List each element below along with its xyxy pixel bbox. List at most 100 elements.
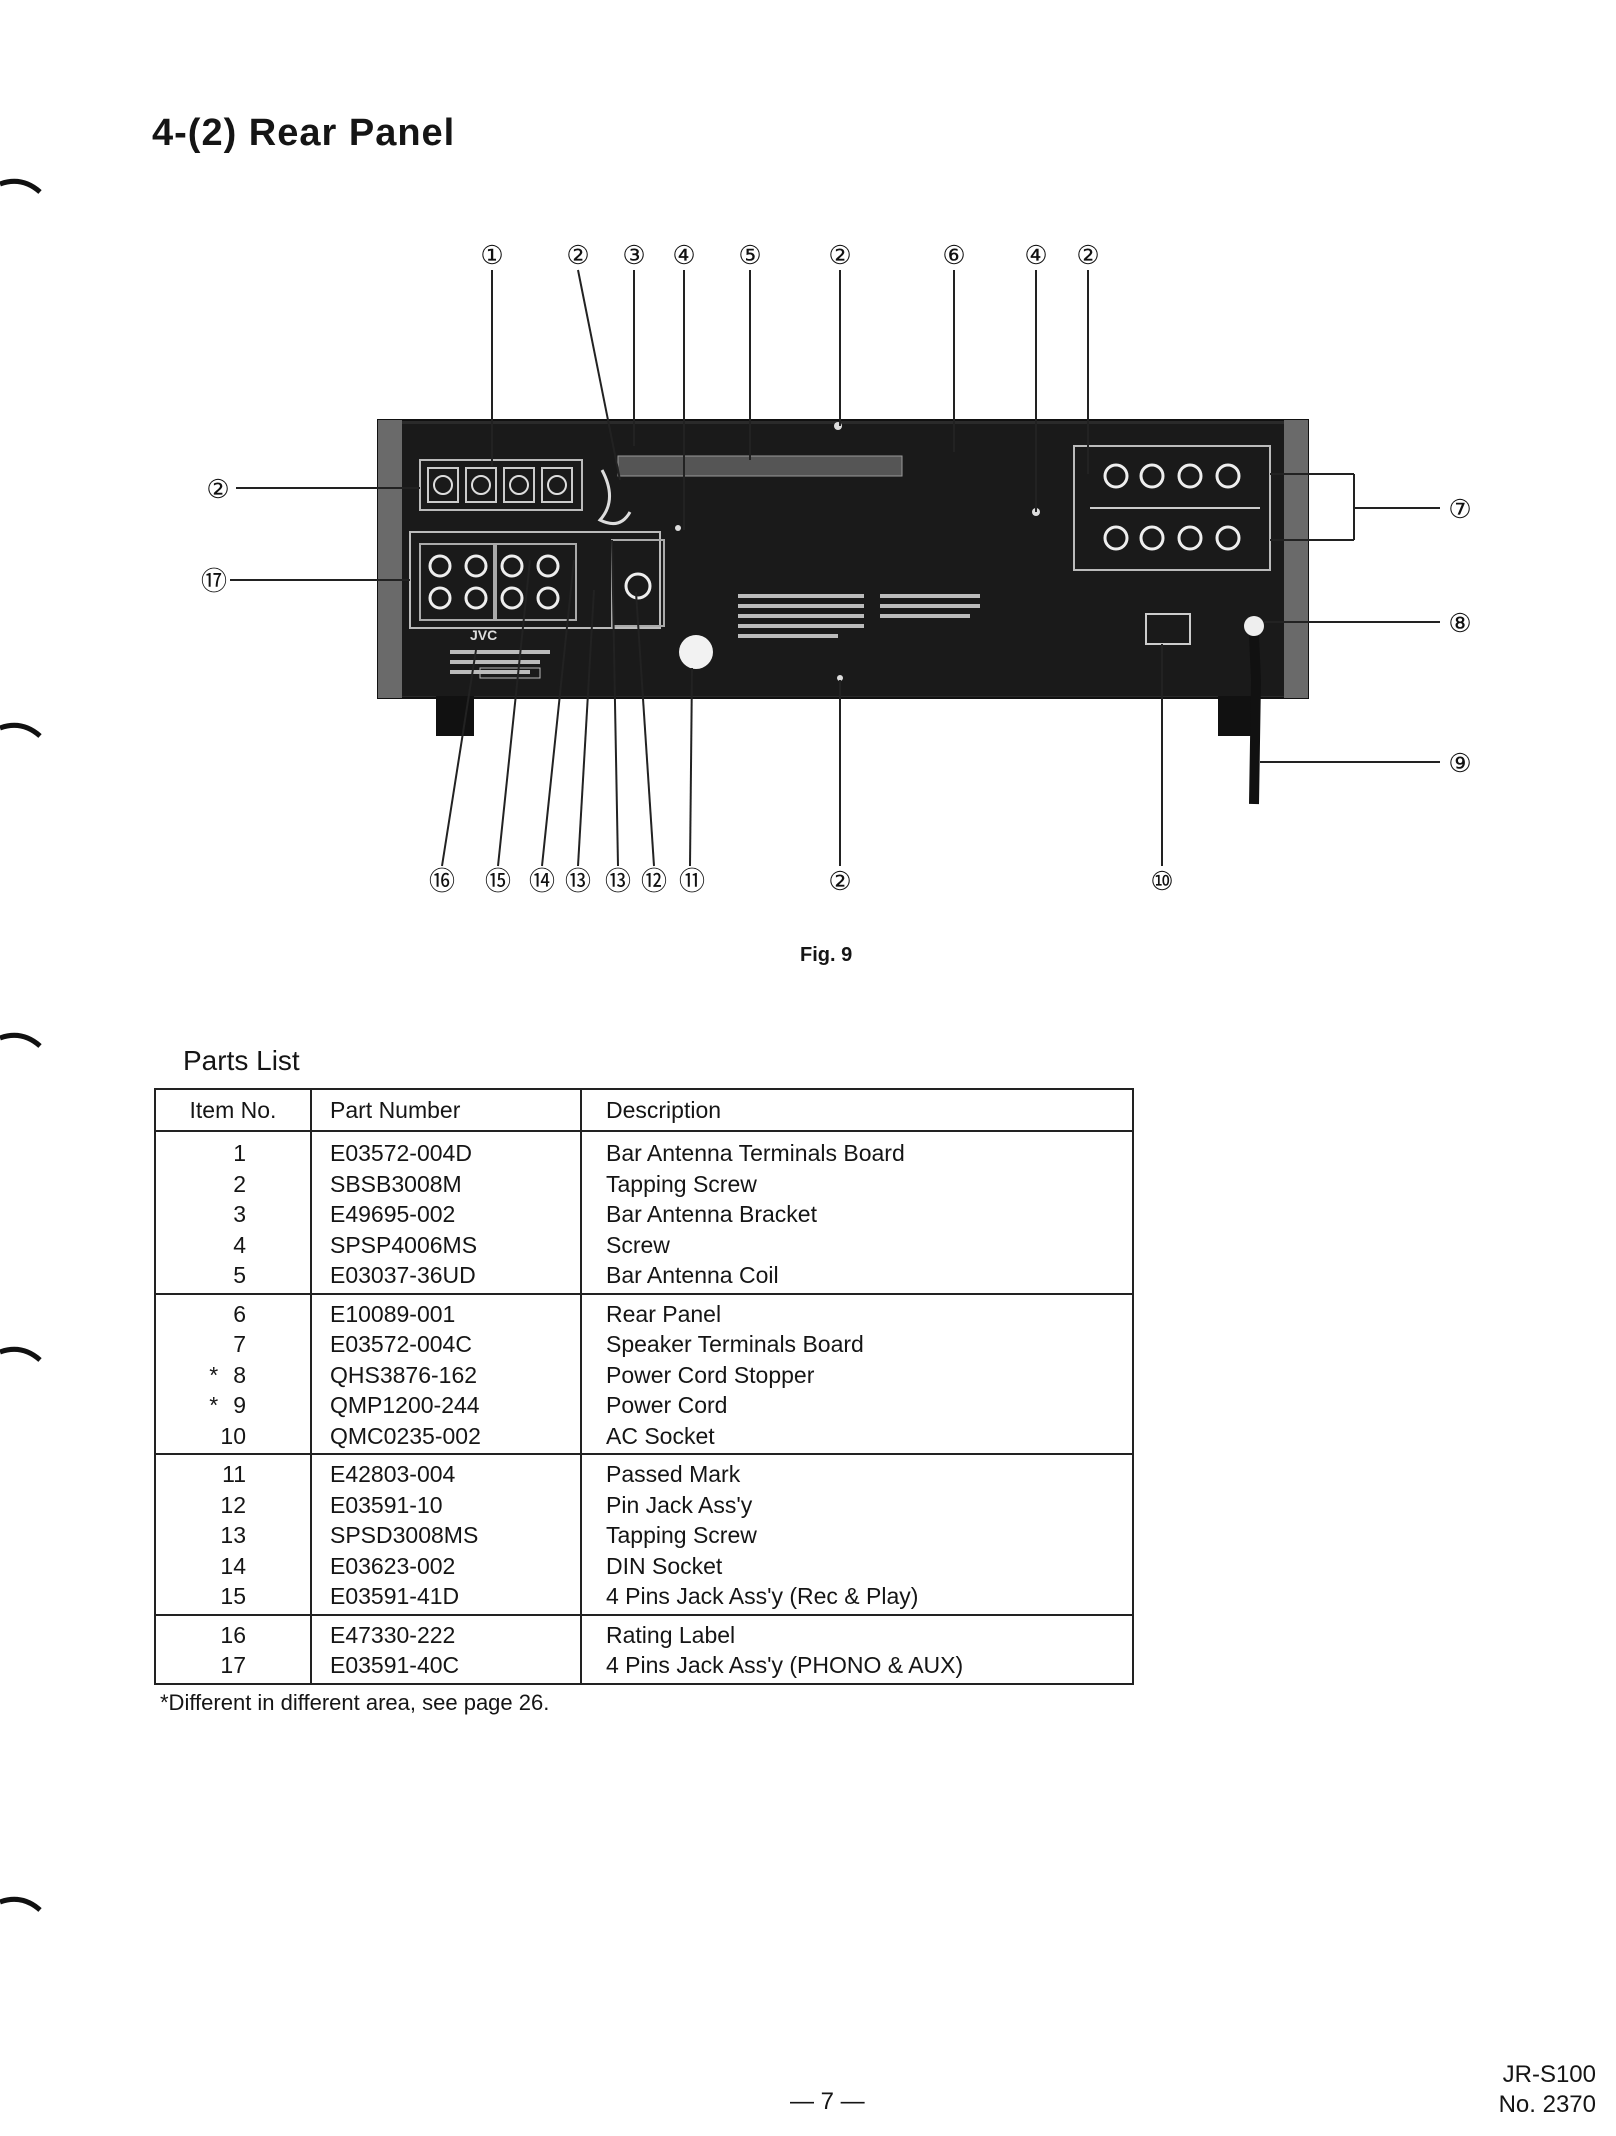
- cell-description: Power Cord Stopper: [606, 1361, 815, 1388]
- cell-item-no: 5: [155, 1260, 312, 1294]
- document-id-block: JR-S100 No. 2370: [1499, 2060, 1596, 2120]
- callout-label: ⑰: [201, 566, 227, 596]
- callout-label: ②: [828, 240, 851, 270]
- item-mark: *: [209, 1361, 219, 1388]
- cell-description: Tapping Screw: [606, 1522, 757, 1549]
- binder-mark: [0, 1896, 42, 1912]
- bar-antenna-coil: [617, 455, 903, 477]
- item-number: 14: [220, 1552, 246, 1579]
- cell-part-number: QMC0235-002: [311, 1420, 582, 1454]
- callout-label: ⑥: [942, 240, 965, 270]
- bar-antenna-bracket: [597, 469, 632, 526]
- callout-label: ④: [672, 240, 695, 270]
- cell-part-number: E03037-36UD: [311, 1260, 582, 1294]
- cell-item-no: 17: [155, 1650, 312, 1684]
- item-number: 9: [233, 1392, 246, 1419]
- callout-label: ⑬: [565, 866, 591, 896]
- cell-item-no: *8: [155, 1359, 312, 1390]
- jacks-board: [409, 531, 661, 629]
- cell-part-number: E03623-002: [311, 1550, 582, 1581]
- binder-mark: [0, 1346, 42, 1362]
- figure-caption: Fig. 9: [800, 944, 853, 966]
- cell-part-number: E03591-41D: [311, 1581, 582, 1615]
- binder-mark: [0, 1032, 42, 1048]
- cell-item-no: 14: [155, 1550, 312, 1581]
- section-title: 4-(2) Rear Panel: [152, 112, 456, 154]
- callout-label: ④: [1024, 240, 1047, 270]
- callout-label: ⑧: [1448, 608, 1471, 638]
- cell-part-number: SPSD3008MS: [311, 1520, 582, 1551]
- power-cord: [1249, 635, 1262, 805]
- foot: [1218, 696, 1256, 736]
- item-number: 7: [233, 1331, 246, 1358]
- cell-part-number: SPSP4006MS: [311, 1229, 582, 1260]
- cell-part-number: E03591-10: [311, 1489, 582, 1520]
- cell-description: Screw: [606, 1231, 670, 1258]
- page-number: — 7 —: [790, 2088, 865, 2115]
- footnote: *Different in different area, see page 2…: [160, 1690, 550, 1715]
- cell-part-number: E10089-001: [311, 1292, 582, 1329]
- callout-label: ⑤: [738, 240, 761, 270]
- cell-item-no: 16: [155, 1613, 312, 1650]
- column-header-item-no: Item No.: [154, 1088, 312, 1132]
- item-number: 13: [220, 1522, 246, 1549]
- cell-item-no: 1: [155, 1131, 312, 1169]
- cell-item-no: 4: [155, 1229, 312, 1260]
- callout-label: ⑭: [529, 866, 555, 896]
- callout-label: ③: [622, 240, 645, 270]
- item-number: 12: [220, 1491, 246, 1518]
- cell-description: Bar Antenna Bracket: [606, 1201, 817, 1228]
- table-row: 13 SPSD3008MS Tapping Screw: [155, 1520, 1133, 1551]
- cell-description: AC Socket: [606, 1422, 715, 1449]
- brand-logo: JVC: [470, 627, 497, 643]
- binder-mark: [0, 178, 42, 194]
- cell-item-no: 10: [155, 1420, 312, 1454]
- item-number: 1: [233, 1140, 246, 1167]
- cell-part-number: QHS3876-162: [311, 1359, 582, 1390]
- item-number: 16: [220, 1621, 246, 1648]
- cell-item-no: *9: [155, 1390, 312, 1421]
- column-header-description: Description: [580, 1088, 1134, 1132]
- cell-description: 4 Pins Jack Ass'y (PHONO & AUX): [606, 1652, 964, 1679]
- power-cord-stopper: [1244, 616, 1264, 636]
- callout-label: ②: [828, 866, 851, 896]
- cell-description: Tapping Screw: [606, 1170, 757, 1197]
- callout-label: ①: [480, 240, 503, 270]
- callout-label: ⑨: [1448, 748, 1471, 778]
- cell-item-no: 15: [155, 1581, 312, 1615]
- callout-label: ⑬: [605, 866, 631, 896]
- cell-description: Passed Mark: [581, 1453, 1133, 1490]
- item-number: 17: [220, 1652, 246, 1679]
- table-header-row: Item No. Part Number Description: [154, 1088, 1134, 1132]
- parts-list-title: Parts List: [183, 1045, 300, 1076]
- cell-description: Bar Antenna Coil: [606, 1262, 779, 1289]
- document-number: No. 2370: [1498, 2091, 1596, 2118]
- cell-part-number: E03572-004C: [311, 1329, 582, 1360]
- cell-part-number: E03591-40C: [311, 1650, 582, 1684]
- model-number: JR-S100: [1502, 2061, 1596, 2088]
- cell-description: Bar Antenna Terminals Board: [606, 1140, 905, 1167]
- cell-part-number: E42803-004: [311, 1453, 582, 1490]
- cell-description: 4 Pins Jack Ass'y (Rec & Play): [606, 1583, 919, 1610]
- callout-label: ②: [566, 240, 589, 270]
- rear-panel-figure: JVC: [201, 240, 1472, 896]
- cell-part-number: SBSB3008M: [311, 1168, 582, 1199]
- item-number: 6: [233, 1300, 246, 1327]
- callout-label: ⑦: [1448, 494, 1471, 524]
- callout-label: ⑫: [641, 866, 667, 896]
- cell-description: Speaker Terminals Board: [606, 1331, 864, 1358]
- cell-part-number: QMP1200-244: [311, 1390, 582, 1421]
- cell-part-number: E49695-002: [311, 1199, 582, 1230]
- cell-item-no: 13: [155, 1520, 312, 1551]
